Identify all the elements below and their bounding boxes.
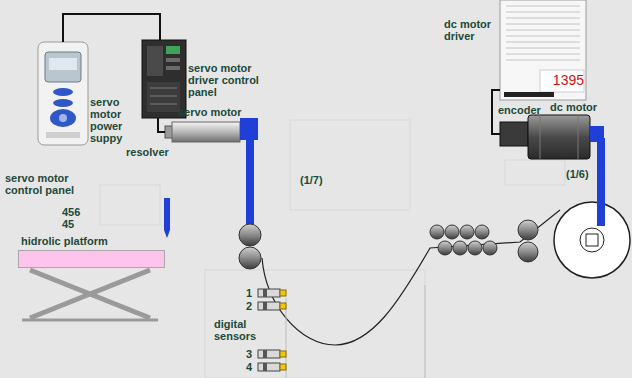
frame [100,120,565,378]
dc-driver-box: dc motor driver1395 [500,0,586,100]
roller-group [430,225,497,255]
part-name: dc motor driver [444,18,498,42]
part-name: servo motor [178,106,258,118]
panel-number: 45 [62,218,92,230]
frame-line [286,285,425,378]
display-readout: 1395 [542,72,584,88]
dc-driver [500,0,586,100]
digital-sensor [258,289,286,371]
servo-control-device [38,42,88,145]
roller [518,220,538,240]
sensor-number: 4 [246,361,256,373]
roller [239,247,261,269]
control-panel-device: servo motor control panel [38,42,88,145]
part-name: dc motor [550,101,610,113]
part-name: servo motor power suppy [90,96,140,144]
part-name: digital sensors [214,318,254,342]
part-name: servo motor control panel [5,172,75,196]
encoder-box: encoder [500,122,528,146]
roller [239,224,261,246]
platform-bar: hidrolic platform [18,250,165,268]
dc-motor [500,115,605,226]
sensor-number: 2 [246,300,256,312]
servo-motor-box: servo motor [172,122,240,142]
part-name: servo motor driver control panel [188,62,272,98]
panel-number: 456 [62,206,92,218]
ratio-label: (1/7) [300,174,340,186]
roller [518,242,538,262]
dc-motor-box: dc motor [528,115,590,159]
sensor-number: 3 [246,348,256,360]
part-name: resolver [126,146,176,158]
cable [63,14,160,42]
sensor-number: 1 [246,287,256,299]
part-name: encoder [498,104,548,116]
servo-motor [165,118,258,224]
winding-reel [554,202,630,278]
ratio-label: (1/6) [566,168,606,180]
web-material [262,210,560,345]
part-name: hidrolic platform [21,235,141,247]
cable [158,118,165,132]
